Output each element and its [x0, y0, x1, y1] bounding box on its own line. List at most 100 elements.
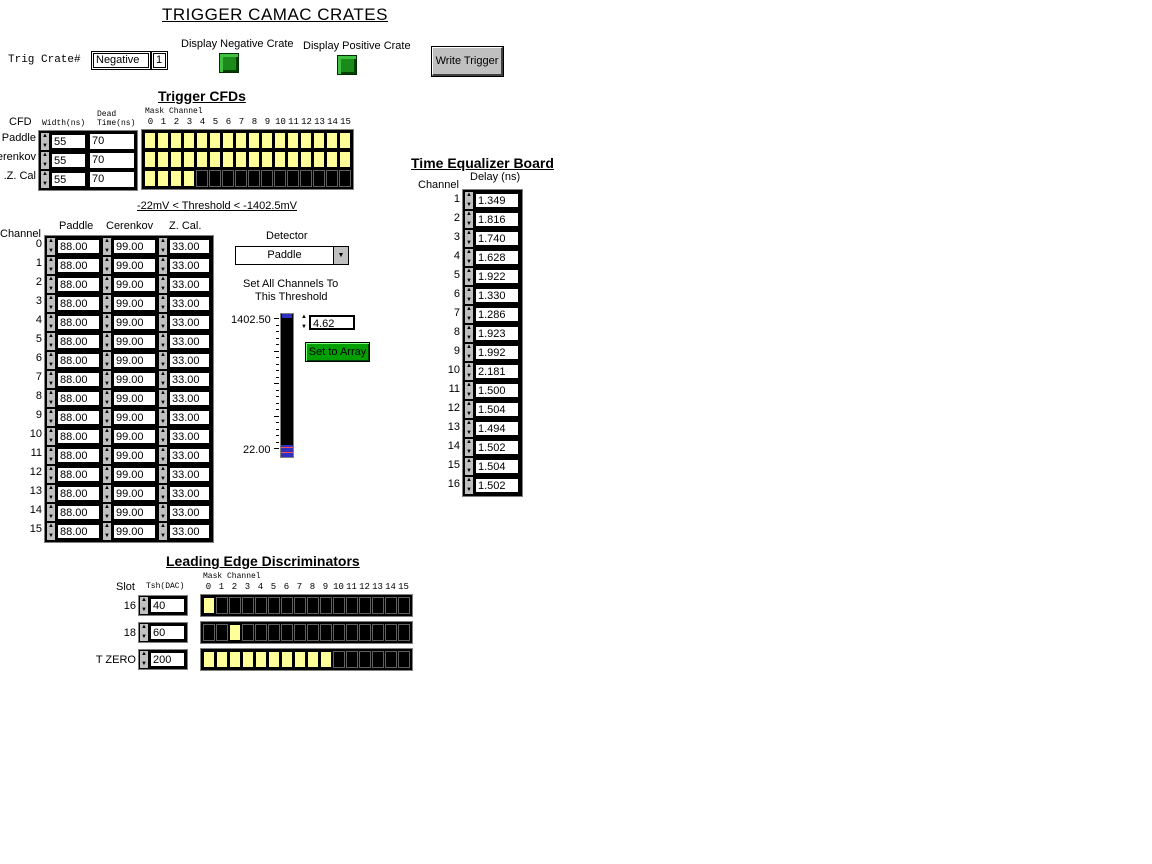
teb-delay-value[interactable]: 1.504 — [475, 402, 519, 417]
cfd-width[interactable]: ▲▼55 — [41, 133, 87, 150]
mask-checkbox-5[interactable] — [209, 132, 221, 149]
mask-checkbox-8[interactable] — [307, 597, 319, 614]
threshold-zcal[interactable]: ▲▼33.00 — [159, 447, 211, 464]
threshold-paddle-spinner[interactable]: ▲▼ — [47, 428, 56, 445]
threshold-zcal-spinner[interactable]: ▲▼ — [159, 390, 168, 407]
teb-delay-value[interactable]: 1.502 — [475, 440, 519, 455]
threshold-slider[interactable] — [280, 313, 294, 458]
mask-checkbox-8[interactable] — [307, 624, 319, 641]
threshold-cerenkov-value[interactable]: 99.00 — [113, 239, 156, 254]
mask-checkbox-10[interactable] — [274, 132, 286, 149]
threshold-cerenkov-spinner[interactable]: ▲▼ — [103, 238, 112, 255]
threshold-paddle[interactable]: ▲▼88.00 — [47, 390, 101, 407]
threshold-zcal[interactable]: ▲▼33.00 — [159, 333, 211, 350]
threshold-cerenkov-value[interactable]: 99.00 — [113, 391, 156, 406]
trig-crate-selector[interactable]: Negative — [93, 53, 149, 68]
teb-delay[interactable]: ▲▼2.181 — [465, 363, 520, 380]
mask-checkbox-14[interactable] — [326, 170, 338, 187]
mask-checkbox-12[interactable] — [359, 624, 371, 641]
display-negative-toggle[interactable] — [219, 53, 239, 73]
mask-checkbox-3[interactable] — [183, 170, 195, 187]
chevron-down-icon[interactable]: ▼ — [333, 247, 348, 264]
display-positive-toggle[interactable] — [337, 55, 357, 75]
mask-checkbox-3[interactable] — [183, 132, 195, 149]
teb-delay-value[interactable]: 1.504 — [475, 459, 519, 474]
threshold-cerenkov[interactable]: ▲▼99.00 — [103, 295, 157, 312]
threshold-cerenkov[interactable]: ▲▼99.00 — [103, 276, 157, 293]
led-threshold[interactable]: ▲▼60 — [140, 624, 186, 641]
threshold-zcal[interactable]: ▲▼33.00 — [159, 523, 211, 540]
mask-checkbox-14[interactable] — [326, 151, 338, 168]
teb-delay[interactable]: ▲▼1.349 — [465, 192, 520, 209]
mask-checkbox-11[interactable] — [287, 151, 299, 168]
threshold-paddle-spinner[interactable]: ▲▼ — [47, 238, 56, 255]
teb-delay[interactable]: ▲▼1.330 — [465, 287, 520, 304]
mask-checkbox-11[interactable] — [346, 597, 358, 614]
threshold-zcal-value[interactable]: 33.00 — [169, 258, 210, 273]
mask-checkbox-3[interactable] — [242, 651, 254, 668]
threshold-paddle-value[interactable]: 88.00 — [57, 239, 100, 254]
teb-delay[interactable]: ▲▼1.923 — [465, 325, 520, 342]
threshold-cerenkov-spinner[interactable]: ▲▼ — [103, 466, 112, 483]
threshold-cerenkov-spinner[interactable]: ▲▼ — [103, 257, 112, 274]
threshold-paddle[interactable]: ▲▼88.00 — [47, 314, 101, 331]
trig-crate-number[interactable]: 1 — [153, 53, 166, 68]
mask-checkbox-5[interactable] — [268, 624, 280, 641]
threshold-zcal-spinner[interactable]: ▲▼ — [159, 504, 168, 521]
threshold-paddle-spinner[interactable]: ▲▼ — [47, 352, 56, 369]
mask-checkbox-1[interactable] — [216, 651, 228, 668]
teb-delay-value[interactable]: 1.816 — [475, 212, 519, 227]
teb-delay[interactable]: ▲▼1.628 — [465, 249, 520, 266]
mask-checkbox-2[interactable] — [229, 597, 241, 614]
mask-checkbox-10[interactable] — [274, 170, 286, 187]
mask-checkbox-12[interactable] — [359, 651, 371, 668]
threshold-paddle-value[interactable]: 88.00 — [57, 448, 100, 463]
teb-delay-spinner[interactable]: ▲▼ — [465, 249, 474, 266]
mask-checkbox-1[interactable] — [216, 624, 228, 641]
threshold-zcal-spinner[interactable]: ▲▼ — [159, 485, 168, 502]
mask-checkbox-13[interactable] — [372, 624, 384, 641]
mask-checkbox-9[interactable] — [261, 151, 273, 168]
teb-delay[interactable]: ▲▼1.816 — [465, 211, 520, 228]
mask-checkbox-5[interactable] — [268, 651, 280, 668]
threshold-cerenkov-value[interactable]: 99.00 — [113, 372, 156, 387]
led-threshold-spinner[interactable]: ▲▼ — [140, 624, 149, 641]
mask-checkbox-15[interactable] — [339, 132, 351, 149]
threshold-zcal[interactable]: ▲▼33.00 — [159, 314, 211, 331]
threshold-paddle[interactable]: ▲▼88.00 — [47, 466, 101, 483]
led-threshold[interactable]: ▲▼200 — [140, 651, 186, 668]
cfd-width-spinner[interactable]: ▲▼ — [41, 133, 50, 150]
threshold-cerenkov[interactable]: ▲▼99.00 — [103, 352, 157, 369]
threshold-paddle[interactable]: ▲▼88.00 — [47, 333, 101, 350]
threshold-cerenkov[interactable]: ▲▼99.00 — [103, 257, 157, 274]
threshold-paddle-value[interactable]: 88.00 — [57, 353, 100, 368]
mask-checkbox-10[interactable] — [274, 151, 286, 168]
threshold-cerenkov[interactable]: ▲▼99.00 — [103, 238, 157, 255]
threshold-paddle[interactable]: ▲▼88.00 — [47, 276, 101, 293]
teb-delay-value[interactable]: 1.286 — [475, 307, 519, 322]
threshold-zcal[interactable]: ▲▼33.00 — [159, 409, 211, 426]
mask-checkbox-1[interactable] — [216, 597, 228, 614]
cfd-width[interactable]: ▲▼55 — [41, 152, 87, 169]
threshold-paddle-value[interactable]: 88.00 — [57, 524, 100, 539]
threshold-cerenkov-spinner[interactable]: ▲▼ — [103, 428, 112, 445]
mask-checkbox-15[interactable] — [339, 170, 351, 187]
threshold-zcal[interactable]: ▲▼33.00 — [159, 276, 211, 293]
teb-delay-spinner[interactable]: ▲▼ — [465, 401, 474, 418]
mask-checkbox-11[interactable] — [346, 624, 358, 641]
threshold-paddle[interactable]: ▲▼88.00 — [47, 295, 101, 312]
threshold-cerenkov[interactable]: ▲▼99.00 — [103, 485, 157, 502]
mask-checkbox-14[interactable] — [385, 624, 397, 641]
teb-delay-value[interactable]: 1.330 — [475, 288, 519, 303]
threshold-cerenkov[interactable]: ▲▼99.00 — [103, 314, 157, 331]
mask-checkbox-8[interactable] — [248, 132, 260, 149]
mask-checkbox-6[interactable] — [222, 151, 234, 168]
threshold-zcal[interactable]: ▲▼33.00 — [159, 390, 211, 407]
cfd-dead-time[interactable]: 70 — [89, 152, 135, 169]
mask-checkbox-1[interactable] — [157, 151, 169, 168]
mask-checkbox-10[interactable] — [333, 651, 345, 668]
mask-checkbox-3[interactable] — [183, 151, 195, 168]
teb-delay[interactable]: ▲▼1.494 — [465, 420, 520, 437]
teb-delay-value[interactable]: 1.992 — [475, 345, 519, 360]
mask-checkbox-7[interactable] — [294, 624, 306, 641]
